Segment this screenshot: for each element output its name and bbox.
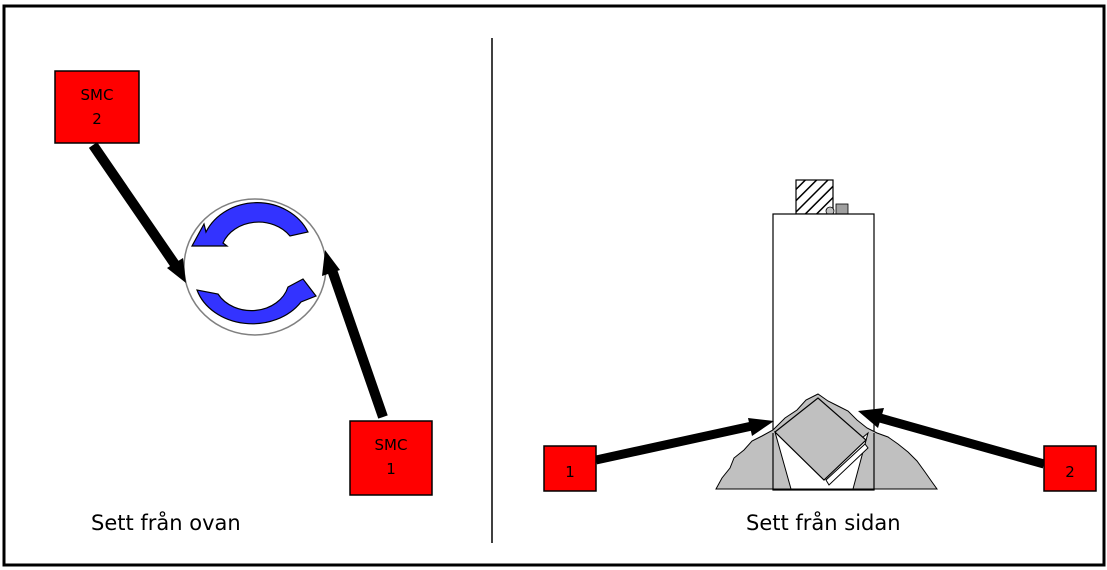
caption-side-view: Sett från sidan xyxy=(746,510,901,535)
arrow-1 xyxy=(595,421,753,465)
box-2 xyxy=(1043,445,1097,492)
arrow-smc1 xyxy=(327,268,388,419)
arrow-1-head xyxy=(748,418,774,436)
arrow-2 xyxy=(878,413,1046,469)
arrow-smc1-head xyxy=(322,250,340,276)
smc2-label-line1: SMC xyxy=(81,86,114,104)
smc1-label-line2: 1 xyxy=(386,460,396,478)
smc1-box xyxy=(349,420,433,496)
caption-top-view: Sett från ovan xyxy=(91,510,241,535)
arrow-2-head xyxy=(858,408,884,428)
box-1-label: 1 xyxy=(565,463,575,481)
right-panel: 1 2 Sett från sidan xyxy=(543,179,1097,535)
box-1 xyxy=(543,445,597,492)
arrow-smc2 xyxy=(88,142,181,269)
left-panel: SMC 2 SMC 1 Sett från ovan xyxy=(54,70,433,535)
box-2-label: 2 xyxy=(1065,463,1075,481)
inclined-plate xyxy=(825,443,869,486)
rotation-arrow-upper xyxy=(190,202,309,247)
smc2-label-line2: 2 xyxy=(92,110,102,128)
arrow-smc2-head xyxy=(167,258,186,283)
smc1-label-line1: SMC xyxy=(375,436,408,454)
sensor-small-block xyxy=(835,203,849,215)
smc2-box xyxy=(54,70,140,144)
rotation-arrow-lower xyxy=(196,278,317,325)
diamond-block xyxy=(774,397,867,481)
